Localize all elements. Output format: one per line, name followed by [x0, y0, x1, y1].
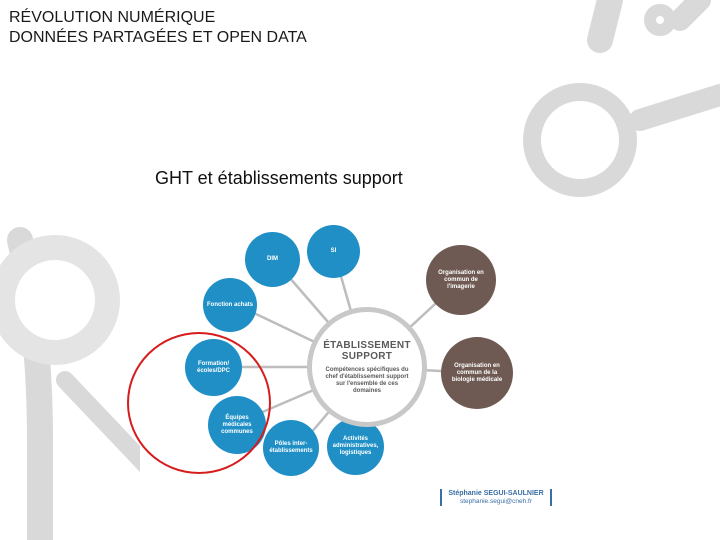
- author-name: Stéphanie SEGUI-SAULNIER: [445, 489, 547, 498]
- node-biologie-label: Organisation en commun de la biologie mé…: [445, 363, 509, 384]
- node-poles-label: Pôles inter-établissements: [267, 441, 315, 455]
- center-title-line-1: ÉTABLISSEMENT: [323, 340, 411, 351]
- node-biologie: Organisation en commun de la biologie mé…: [441, 337, 513, 409]
- node-achats: Fonction achats: [203, 278, 257, 332]
- center-title-line-2: SUPPORT: [342, 351, 392, 362]
- center-description: Compétences spécifiques du chef d'établi…: [312, 367, 422, 395]
- node-imagerie: Organisation en commun de l'imagerie: [426, 245, 496, 315]
- author-email: stephanie.segui@cneh.fr: [445, 498, 547, 506]
- author-credit: Stéphanie SEGUI-SAULNIER stephanie.segui…: [440, 489, 552, 506]
- node-activites-label: Activités administratives, logistiques: [331, 436, 380, 457]
- node-poles: Pôles inter-établissements: [263, 420, 319, 476]
- node-achats-label: Fonction achats: [207, 302, 253, 309]
- node-si-label: SI: [331, 248, 337, 255]
- node-activites: Activités administratives, logistiques: [327, 418, 384, 475]
- node-dim: DIM: [245, 232, 300, 287]
- node-imagerie-label: Organisation en commun de l'imagerie: [430, 270, 492, 291]
- node-dim-label: DIM: [267, 256, 278, 263]
- center-node-etablissement-support: ÉTABLISSEMENT SUPPORT Compétences spécif…: [307, 307, 427, 427]
- highlight-circle: [127, 332, 271, 474]
- node-si: SI: [307, 225, 360, 278]
